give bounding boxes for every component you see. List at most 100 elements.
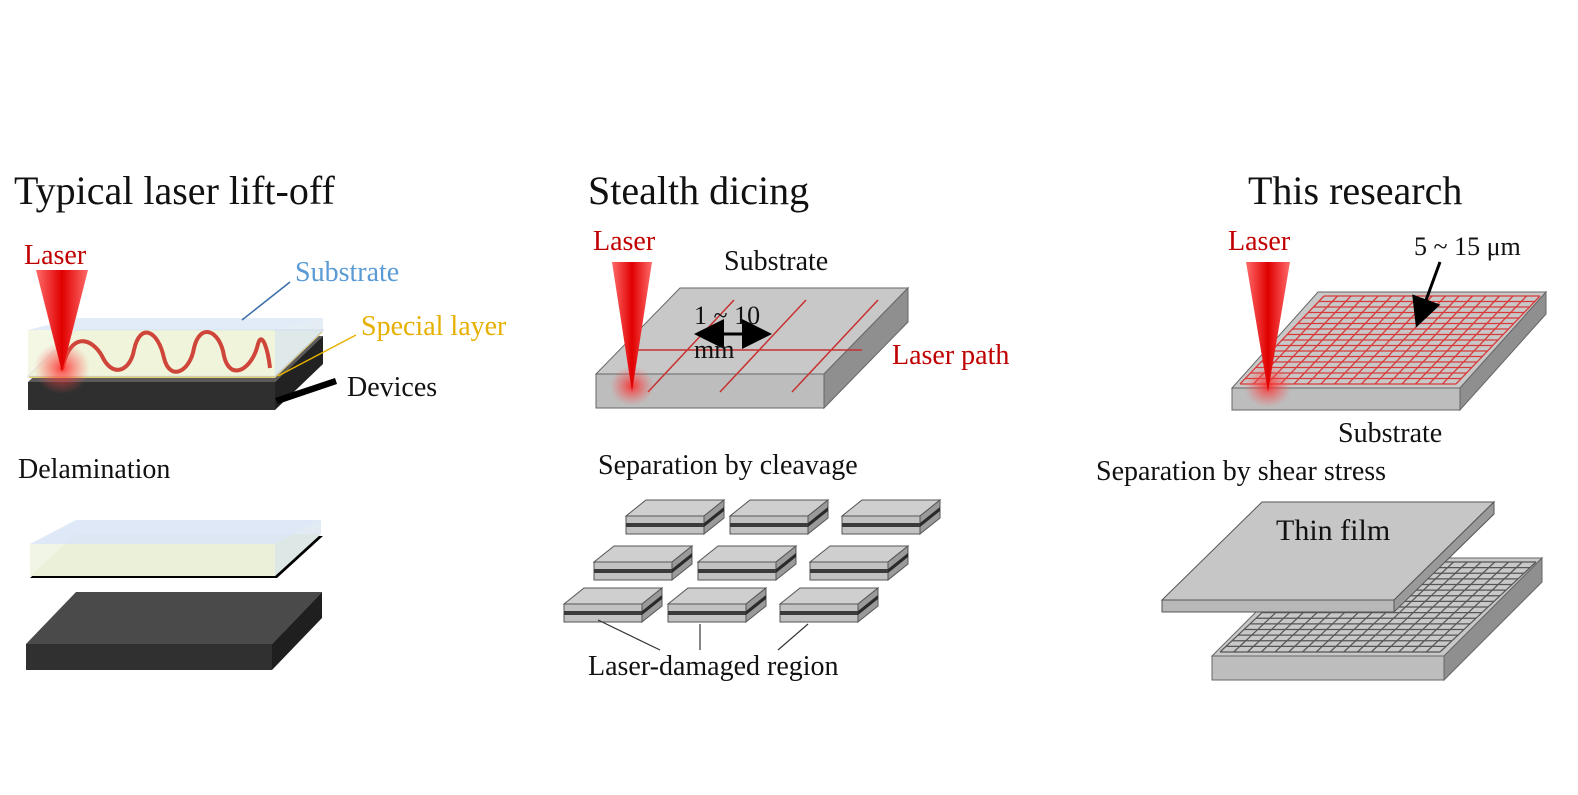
middle-laser-label: Laser: [593, 226, 656, 257]
substrate-side: [275, 318, 323, 376]
diced-chip: [696, 544, 798, 582]
grid-line: [1374, 295, 1460, 385]
thin-film-label: Thin film: [1276, 514, 1390, 547]
dev-block-top: [26, 592, 322, 644]
chip-damaged-band-side: [920, 507, 940, 527]
diced-chip: [624, 498, 726, 536]
thin-film-front: [1161, 599, 1395, 613]
stealth-block-side: [823, 286, 909, 410]
laser-path-line: [791, 299, 879, 393]
chip-damaged-band: [698, 569, 776, 573]
chip-damaged-band-side: [642, 595, 662, 615]
thin-film-side: [1393, 500, 1495, 614]
chip-damaged-band-side: [888, 553, 908, 573]
remaining-side: [1443, 556, 1543, 682]
laser-path-line: [647, 299, 735, 393]
laser-cone: [1246, 262, 1290, 392]
grid-line: [1384, 561, 1482, 653]
left-laser-beam: Laser: [24, 240, 90, 394]
damaged-region-label: Laser-damaged region: [588, 651, 839, 682]
spacing-label-top: 1 ~ 10: [694, 301, 760, 330]
grid-line: [1388, 295, 1473, 385]
right-laser-label: Laser: [1228, 226, 1291, 257]
panel-stealth-dicing: Stealth dicing Substrate 1 ~ 10 mm Laser…: [562, 168, 1009, 682]
grid-line: [1370, 561, 1468, 653]
chip-damaged-band: [842, 523, 920, 527]
laser-path-label: Laser path: [892, 340, 1009, 371]
dev-block-front: [26, 644, 272, 670]
grid-spacing-arrow: [1412, 261, 1442, 328]
chip-damaged-band: [564, 611, 642, 615]
devices-layer-front: [28, 382, 275, 410]
damaged-leader: [597, 619, 661, 651]
laser-cone: [612, 262, 652, 392]
chip-damaged-band: [780, 611, 858, 615]
middle-step-label: Separation by cleavage: [598, 450, 858, 481]
grid-spacing-label: 5 ~ 15 μm: [1414, 232, 1521, 261]
diced-chip: [840, 498, 942, 536]
chip-damaged-band: [810, 569, 888, 573]
diced-chips: [562, 498, 942, 624]
chip-damaged-band-side: [776, 553, 796, 573]
devices-leader: [275, 378, 337, 404]
right-substrate-label: Substrate: [1338, 418, 1442, 449]
grid-line: [1439, 561, 1537, 653]
grid-line: [1415, 295, 1500, 385]
middle-title: Stealth dicing: [588, 168, 809, 213]
left-substrate-label: Substrate: [295, 257, 399, 288]
diced-chip: [592, 544, 694, 582]
grid-line: [1401, 295, 1487, 385]
chip-damaged-band-side: [858, 595, 878, 615]
spacing-label-bottom: mm: [694, 335, 734, 364]
chip-damaged-band: [730, 523, 808, 527]
grid-line: [1455, 295, 1541, 385]
research-substrate-block: [1230, 290, 1548, 412]
chip-damaged-band-side: [746, 595, 766, 615]
right-title: This research: [1248, 168, 1462, 213]
grid-line: [1398, 561, 1496, 653]
substrate-leader: [241, 281, 291, 321]
left-laser-label: Laser: [24, 240, 87, 271]
delam-substrate-front: [30, 544, 275, 576]
chip-damaged-band-side: [672, 553, 692, 573]
right-laser-beam: Laser: [1228, 226, 1292, 408]
diced-chip: [562, 586, 664, 624]
delam-substrate-top: [30, 520, 321, 544]
dev-block-side: [272, 592, 322, 670]
diced-chip: [666, 586, 768, 624]
left-title: Typical laser lift-off: [14, 168, 335, 213]
diced-chip: [778, 586, 880, 624]
laser-scan-path: [60, 330, 272, 374]
remaining-front: [1211, 655, 1445, 681]
panel-this-research: This research 5 ~ 15 μm Laser Substrate …: [1096, 168, 1548, 682]
middle-laser-beam: Laser: [593, 226, 656, 406]
grid-line: [1412, 561, 1509, 653]
chip-damaged-band-side: [808, 507, 828, 527]
chip-damaged-band: [668, 611, 746, 615]
research-block-side: [1459, 290, 1547, 412]
diced-chip: [728, 498, 830, 536]
devices-label: Devices: [347, 372, 437, 403]
diced-chip: [808, 544, 910, 582]
special-layer-label: Special layer: [361, 311, 507, 342]
chip-damaged-band-side: [704, 507, 724, 527]
laser-grid: [1239, 295, 1541, 385]
right-step-label: Separation by shear stress: [1096, 456, 1386, 487]
grid-line: [1425, 561, 1523, 653]
grid-line: [1428, 295, 1514, 385]
delaminated-devices: [26, 592, 322, 670]
grid-line: [1357, 561, 1454, 653]
panel-laser-lift-off: Typical laser lift-off Laser Substrate S: [14, 168, 507, 670]
laser-cone: [36, 270, 88, 372]
delam-substrate-side: [275, 520, 321, 576]
grid-line: [1442, 295, 1527, 385]
substrate-upper: [28, 318, 323, 330]
left-step-label: Delamination: [18, 454, 170, 485]
thin-film: Thin film: [1160, 500, 1496, 614]
damaged-leader: [777, 623, 809, 651]
chip-damaged-band: [594, 569, 672, 573]
middle-substrate-label: Substrate: [724, 246, 828, 277]
delaminated-substrate: [30, 520, 323, 578]
